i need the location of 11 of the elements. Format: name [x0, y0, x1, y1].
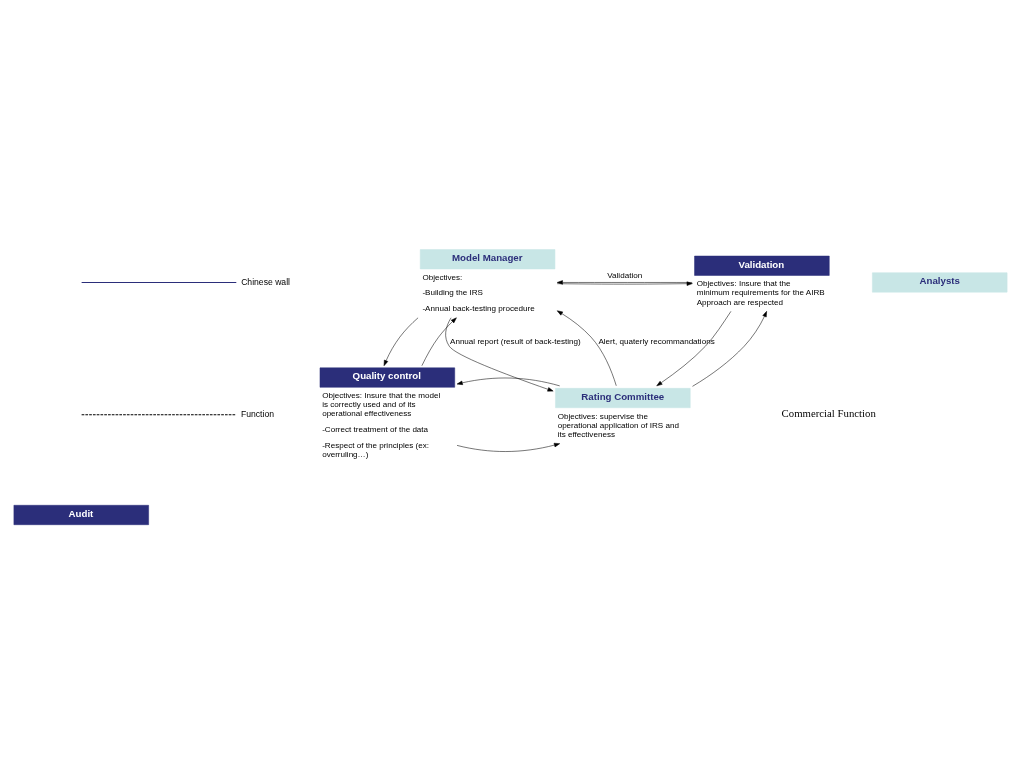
arrow — [556, 310, 617, 386]
arrow — [421, 317, 457, 366]
legend-label: Function — [240, 408, 274, 419]
arrow — [656, 310, 732, 386]
label: Commercial Function — [781, 406, 876, 419]
arrow — [456, 377, 560, 386]
legend-label: Chinese wall — [241, 276, 290, 286]
arrow — [692, 310, 767, 387]
arrow — [445, 317, 554, 391]
arrow — [456, 442, 560, 452]
arrow — [383, 317, 419, 366]
